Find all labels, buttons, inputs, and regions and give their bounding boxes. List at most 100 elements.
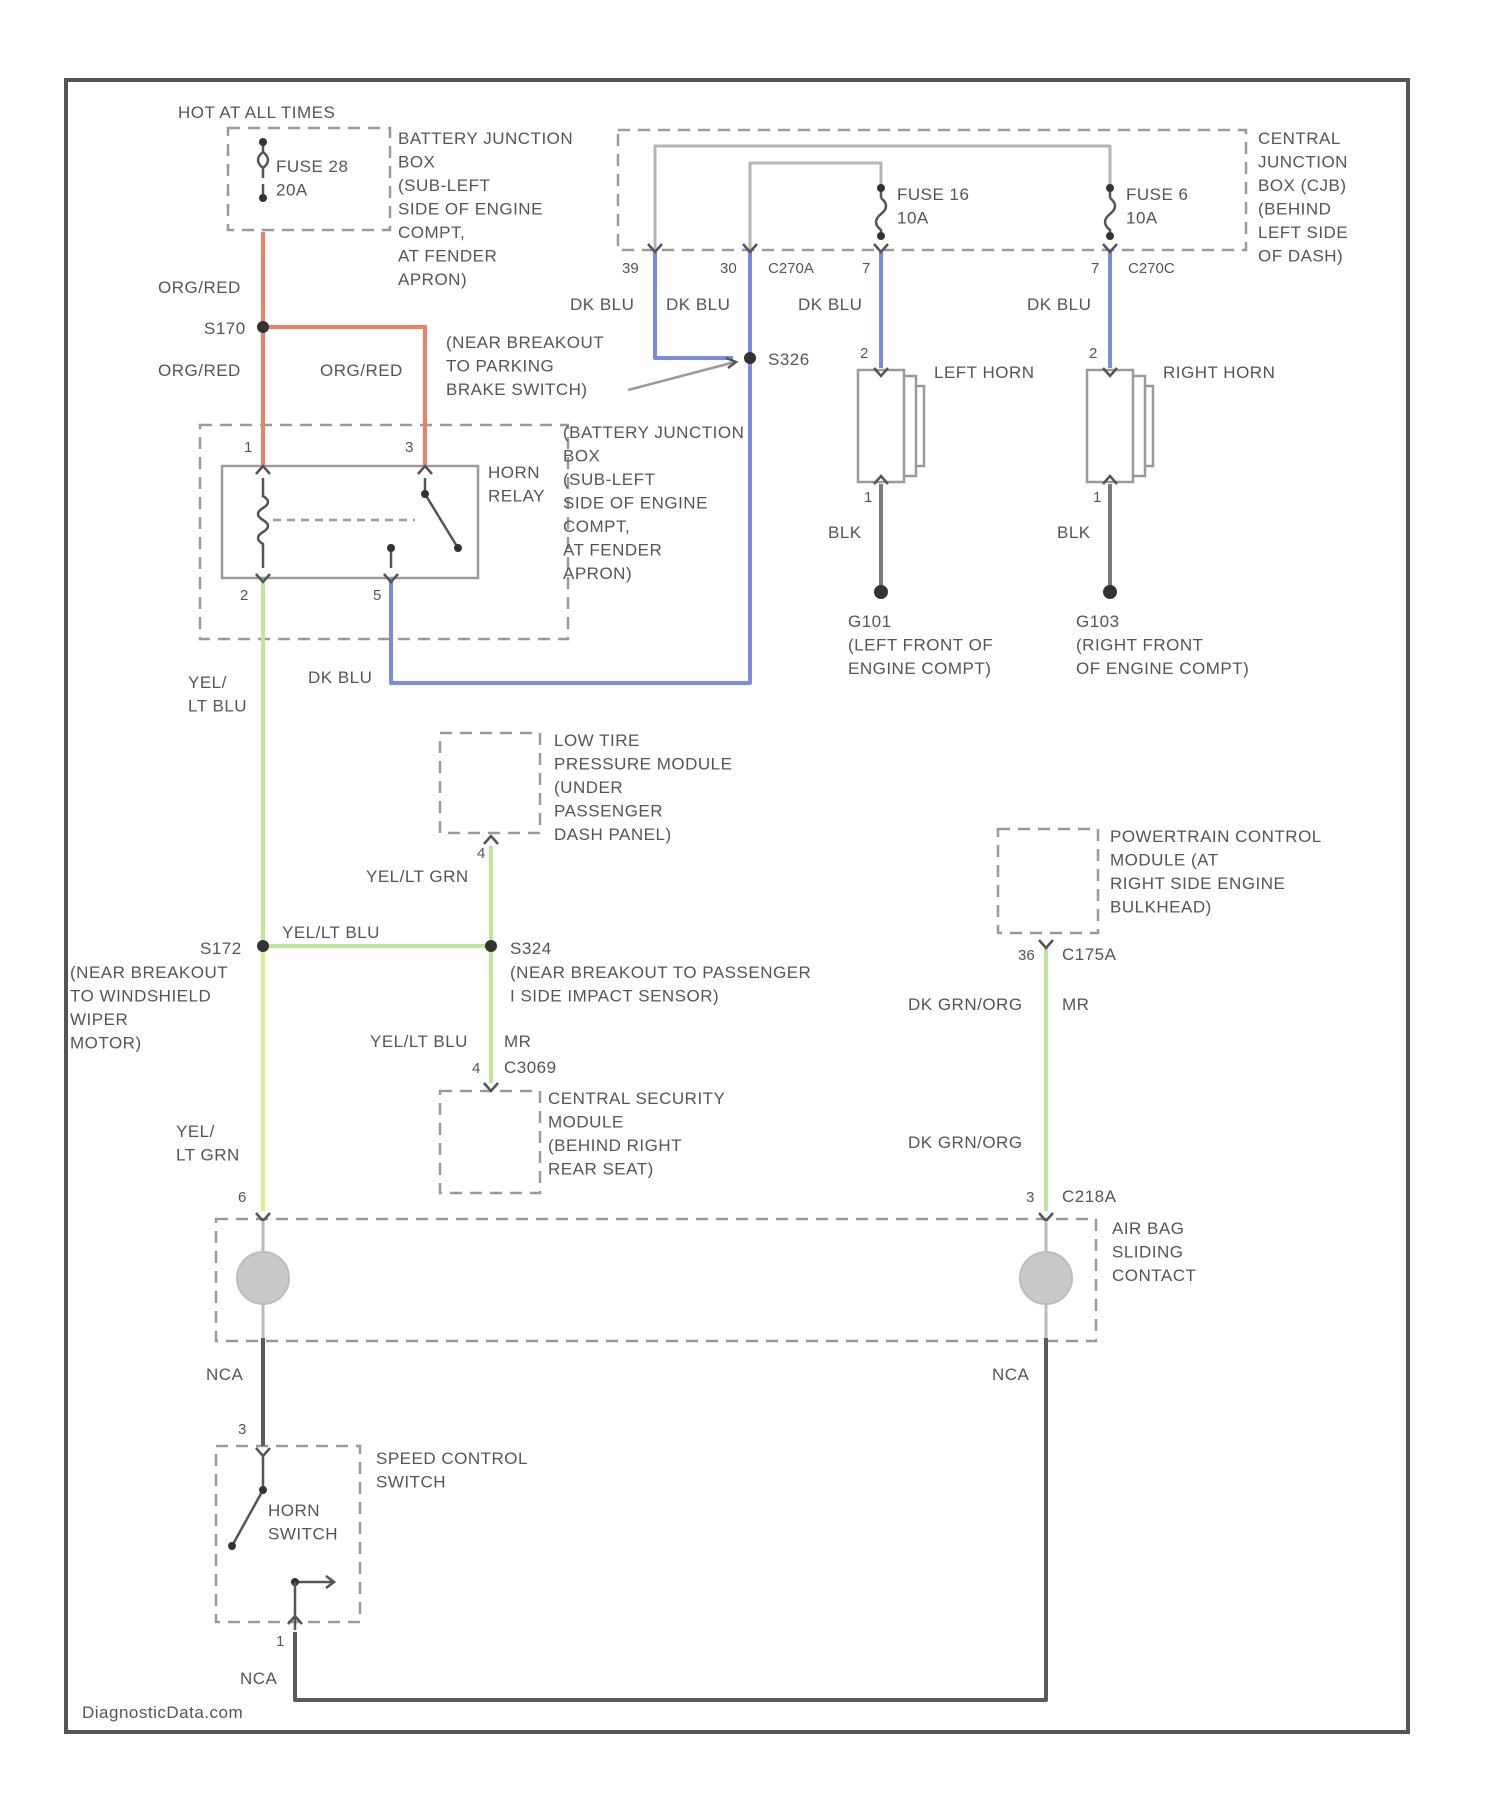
battery-junction-box-fuse [228,128,390,230]
label-pin-39: 39 [622,260,639,277]
label-nca-3: NCA [240,1669,278,1688]
label-pin-3: 3 [1026,1189,1034,1206]
label-right-horn: RIGHT HORN [1163,363,1275,382]
label-relay-pin-1: 1 [244,439,252,456]
label-pin-4-csm: 4 [472,1060,480,1077]
horn-relay-contact-c [387,544,395,552]
label-pcm: POWERTRAIN CONTROLMODULE (ATRIGHT SIDE E… [1110,827,1322,917]
label-horn-pin-1b: 1 [1093,489,1101,506]
fuse-6-bottom-terminal [1106,232,1114,240]
label-c175a: C175A [1062,945,1117,964]
s172-splice [257,940,269,952]
label-pin-scs-1: 1 [276,1633,284,1650]
sliding-contact-ring-left [237,1221,289,1338]
label-yel-lt-grn-top: YEL/LT GRN [366,867,469,886]
label-mr-2: MR [1062,995,1089,1014]
label-bjb-top: BATTERY JUNCTIONBOX(SUB-LEFTSIDE OF ENGI… [398,129,573,289]
s324-splice [485,940,497,952]
ltpm-pin-4-connector [484,836,498,844]
label-c3069: C3069 [504,1058,557,1077]
label-yel-lt-blu-b: YEL/LT BLU [282,923,380,942]
label-s326: S326 [768,350,810,369]
fuse-6-top-terminal [1106,184,1114,192]
powertrain-control-module [998,829,1098,933]
horn-relay-coil [258,478,268,568]
label-pin-scs-3: 3 [238,1421,246,1438]
label-c218a: C218A [1062,1187,1117,1206]
label-relay-pin-3: 3 [405,439,413,456]
fuse-28-symbol [258,142,268,198]
label-dk-blu-4: DK BLU [1027,295,1091,314]
label-dk-blu-5: DK BLU [308,668,372,687]
label-c270c: C270C [1128,260,1175,277]
label-mr-1: MR [504,1032,531,1051]
label-horn-pin-1a: 1 [864,489,872,506]
g103-ground [1103,585,1117,599]
label-yel-lt-grn-v: YEL/LT GRN [176,1122,240,1165]
pcm-pin-36-connector [1039,940,1053,948]
g101-ground [874,585,888,599]
horn-relay-pins [256,466,432,582]
label-c270a: C270A [768,260,814,277]
horn-relay-body [222,466,478,578]
label-yel-lt-blu-a: YEL/LT BLU [188,673,247,716]
label-dk-blu-2: DK BLU [666,295,730,314]
fuse-16-symbol [876,188,886,238]
label-pin-36: 36 [1018,947,1035,964]
sliding-contact-ring-right [1020,1221,1072,1338]
label-hot: HOT AT ALL TIMES [178,103,335,122]
label-org-red-1: ORG/RED [158,278,241,297]
label-org-red-2: ORG/RED [158,361,241,380]
s326-splice [744,352,756,364]
fuse-16-bottom-terminal [877,232,885,240]
label-nca-2: NCA [992,1365,1030,1384]
label-dk-blu-3: DK BLU [798,295,862,314]
label-dk-blu-1: DK BLU [570,295,634,314]
horn-relay-contact-a [421,490,429,498]
label-horn-relay: HORNRELAY [488,463,545,506]
battery-junction-box-relay [200,425,568,639]
label-pin-6: 6 [238,1189,246,1206]
label-dk-grn-org-2: DK GRN/ORG [908,1133,1023,1152]
label-pin-7b: 7 [1091,260,1099,277]
label-horn-pin-2a: 2 [860,345,868,362]
right-horn-symbol [1087,368,1153,484]
wire-org-red-branch [263,327,425,468]
horn-relay-contact-b [454,544,462,552]
label-s324: S324 [510,939,552,958]
label-fuse-28: FUSE 2820A [276,157,348,200]
label-pin-30: 30 [720,260,737,277]
fuse-28-bottom-terminal [259,194,267,202]
label-s170: S170 [204,319,246,338]
label-yel-lt-blu-c: YEL/LT BLU [370,1032,468,1051]
central-security-module [440,1091,540,1193]
label-fuse-16: FUSE 1610A [897,185,969,228]
fuse-28-top-terminal [259,138,267,146]
label-relay-pin-5: 5 [373,587,381,604]
s326-leader [628,362,735,390]
label-horn-pin-2b: 2 [1089,345,1097,362]
label-dk-grn-org-1: DK GRN/ORG [908,995,1023,1014]
label-nca-1: NCA [206,1365,244,1384]
label-watermark: DiagnosticData.com [82,1703,243,1722]
fuse-16-top-terminal [877,184,885,192]
label-pin-4-ltpm: 4 [477,845,485,862]
label-blk-2: BLK [1057,523,1091,542]
label-blk-1: BLK [828,523,862,542]
s170-splice [257,321,269,333]
